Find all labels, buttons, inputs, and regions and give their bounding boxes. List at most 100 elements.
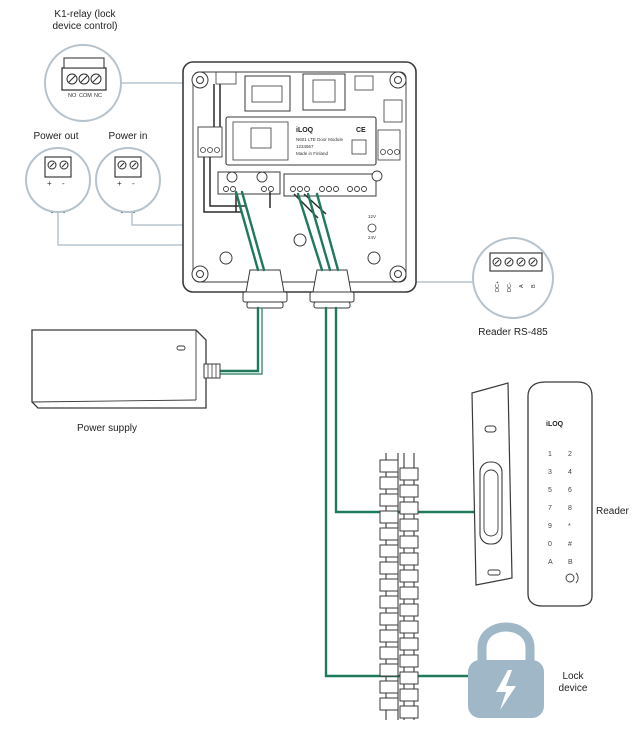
wall-brick bbox=[399, 586, 419, 600]
wall-brick bbox=[399, 518, 419, 532]
wall-brick bbox=[379, 629, 399, 643]
wall-brick bbox=[379, 663, 399, 677]
module-inner-frame bbox=[192, 71, 407, 283]
wall-brick bbox=[399, 637, 419, 651]
label-reader-rs485: Reader RS-485 bbox=[478, 327, 548, 338]
label-lock-device: Lock device bbox=[550, 671, 596, 695]
reader-key: 7 bbox=[548, 505, 552, 512]
board-chip-1 bbox=[244, 75, 291, 112]
wall-brick bbox=[379, 510, 399, 524]
wall-brick bbox=[379, 578, 399, 592]
reader-key: 9 bbox=[548, 523, 552, 530]
reader-key: A bbox=[548, 559, 553, 566]
power-out-minus: - bbox=[62, 179, 65, 188]
reader-keypad: 1 2 3 4 5 6 7 8 9 * 0 # A B bbox=[548, 451, 573, 566]
module-brand: iLOQ bbox=[296, 127, 314, 134]
reader-key: 4 bbox=[568, 469, 572, 476]
wall-brick bbox=[399, 501, 419, 515]
wall-brick bbox=[379, 544, 399, 558]
sim-holder bbox=[312, 79, 336, 103]
padlock-lightning-icon bbox=[468, 622, 544, 718]
reader-key: 3 bbox=[548, 469, 552, 476]
reader-device: iLOQ 1 2 3 4 5 6 7 8 9 * 0 # A B bbox=[527, 381, 593, 607]
power-in-plus: + bbox=[117, 179, 122, 188]
reader-key: 5 bbox=[548, 487, 552, 494]
wall-brick bbox=[399, 688, 419, 702]
wall-brick bbox=[399, 484, 419, 498]
board-chip-2 bbox=[251, 85, 283, 103]
reader-key: * bbox=[568, 523, 571, 530]
reader-key: # bbox=[568, 541, 572, 548]
wall-brick bbox=[379, 680, 399, 694]
module-serial: 1234567 bbox=[296, 144, 314, 149]
sim-slot bbox=[302, 73, 346, 111]
wall-brick bbox=[379, 493, 399, 507]
reader-key: 1 bbox=[548, 451, 552, 458]
wall-brick bbox=[399, 552, 419, 566]
callout-k1-relay: NO COM NC bbox=[44, 44, 122, 122]
wall-brick bbox=[399, 705, 419, 719]
power-terminal-block bbox=[217, 171, 281, 195]
module-qr bbox=[351, 139, 367, 155]
reader-brand: iLOQ bbox=[546, 421, 564, 428]
label-lock-line1: Lock bbox=[562, 671, 584, 682]
power-supply-unit bbox=[31, 329, 221, 409]
cable-gland-right bbox=[309, 269, 355, 309]
label-power-out: Power out bbox=[33, 131, 79, 142]
label-k1-relay-line1: K1-relay (lock bbox=[54, 9, 116, 20]
rs485-terminal-block bbox=[283, 173, 377, 197]
callout-power-in: + - bbox=[95, 147, 161, 213]
top-left-connector bbox=[215, 71, 237, 85]
wall-brick bbox=[379, 527, 399, 541]
label-k1-relay: K1-relay (lock device control) bbox=[40, 9, 130, 33]
relay-pin-nc: NC bbox=[94, 93, 102, 99]
reader-key: 0 bbox=[548, 541, 552, 548]
right-side-terminal bbox=[383, 99, 403, 123]
lte-module-chip bbox=[250, 127, 272, 149]
reader-mounting-plate bbox=[471, 382, 513, 586]
lte-module-antenna-area bbox=[232, 121, 289, 161]
cable-gland-left bbox=[242, 269, 288, 309]
reader-key: 6 bbox=[568, 487, 572, 494]
reader-key: 8 bbox=[568, 505, 572, 512]
door-module: iLOQ CE N601 LTE Door Module 1234567 Mad… bbox=[182, 61, 417, 309]
wall-brick bbox=[399, 569, 419, 583]
wall-brick bbox=[399, 654, 419, 668]
lte-module bbox=[225, 116, 377, 166]
wall-brick bbox=[399, 535, 419, 549]
relay-pin-com: COM bbox=[79, 93, 92, 99]
label-lock-line2: device bbox=[558, 683, 588, 694]
wall-brick bbox=[379, 697, 399, 711]
label-reader: Reader bbox=[596, 506, 629, 517]
wire-to-lock bbox=[324, 306, 476, 678]
wire-to-reader bbox=[334, 306, 478, 514]
wall-bricks bbox=[379, 459, 419, 719]
power-in-minus: - bbox=[132, 179, 135, 188]
callout-reader-rs485: DC+ DC- A B bbox=[472, 237, 554, 319]
wall-brick bbox=[379, 459, 399, 473]
corner-screws bbox=[191, 71, 407, 283]
label-power-in: Power in bbox=[108, 131, 148, 142]
callout-power-out: + - bbox=[25, 147, 91, 213]
wall-brick bbox=[379, 646, 399, 660]
wire-power-supply bbox=[214, 306, 260, 373]
relay-pin-no: NO bbox=[68, 93, 77, 99]
reader-key: 2 bbox=[568, 451, 572, 458]
power-out-plus: + bbox=[47, 179, 52, 188]
module-ce-mark: CE bbox=[356, 127, 366, 134]
reader-key: B bbox=[568, 559, 573, 566]
wall-brick bbox=[379, 612, 399, 626]
label-24v: 24V bbox=[368, 235, 376, 240]
wall-brick bbox=[399, 620, 419, 634]
label-12v: 12V bbox=[368, 214, 376, 219]
rs485-pin-dcminus: DC- bbox=[507, 282, 513, 292]
top-right-connector bbox=[354, 75, 374, 91]
module-origin: Made in Finland bbox=[296, 151, 329, 156]
wall-brick bbox=[379, 476, 399, 490]
wall-brick bbox=[379, 561, 399, 575]
label-k1-relay-line2: device control) bbox=[52, 21, 118, 32]
right-terminal-2 bbox=[377, 129, 401, 161]
wall-brick bbox=[399, 671, 419, 685]
rs485-pin-b: B bbox=[531, 284, 537, 288]
